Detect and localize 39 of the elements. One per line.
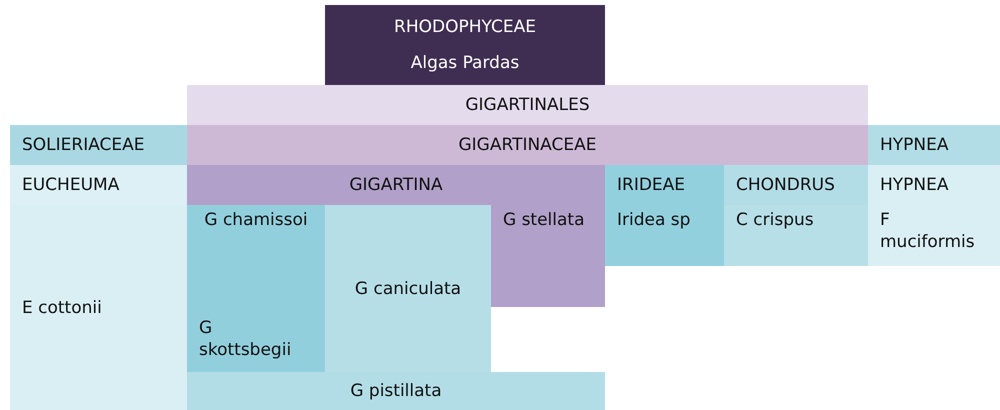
species-box <box>187 205 325 305</box>
genus-band <box>187 165 605 205</box>
order-band <box>187 85 868 125</box>
family-band <box>187 125 868 165</box>
class-box <box>325 5 605 85</box>
taxon-name: SOLIERIACEAE <box>22 134 145 156</box>
species-box <box>724 205 868 266</box>
species-box <box>187 372 605 410</box>
species-box <box>605 205 724 266</box>
genus-box <box>868 165 1000 205</box>
taxon-name: CHONDRUS <box>736 174 835 196</box>
species-box <box>187 305 325 372</box>
taxon-name: GIGARTINA <box>349 174 443 196</box>
taxon-name: Iridea sp <box>617 209 690 231</box>
genus-box <box>605 165 724 205</box>
species-box <box>491 205 605 307</box>
taxon-name: G skottsbegii <box>199 316 292 360</box>
taxon-name: G chamissoi <box>204 209 308 231</box>
taxon-name: GIGARTINALES <box>465 94 590 116</box>
taxon-name: HYPNEA <box>880 174 949 196</box>
taxon-name: C crispus <box>736 209 814 231</box>
taxon-name: EUCHEUMA <box>22 174 120 196</box>
taxon-name: E cottonii <box>22 296 102 318</box>
species-box <box>10 205 187 410</box>
taxon-name: F muciformis <box>880 209 976 253</box>
subheading-text: Algas Pardas <box>410 52 520 74</box>
taxon-name: G pistillata <box>350 380 442 402</box>
species-box <box>868 205 1000 266</box>
genus-box <box>10 165 187 205</box>
taxon-name: HYPNEA <box>880 134 949 156</box>
taxon-name: G stellata <box>503 209 585 231</box>
taxon-name: GIGARTINACEAE <box>458 134 596 156</box>
taxon-name: G caniculata <box>354 278 462 300</box>
family-box <box>10 125 187 165</box>
family-box <box>868 125 1000 165</box>
genus-box <box>724 165 868 205</box>
species-box <box>325 205 491 372</box>
heading-text: RHODOPHYCEAE <box>394 16 536 38</box>
taxon-name: IRIDEAE <box>617 174 686 196</box>
